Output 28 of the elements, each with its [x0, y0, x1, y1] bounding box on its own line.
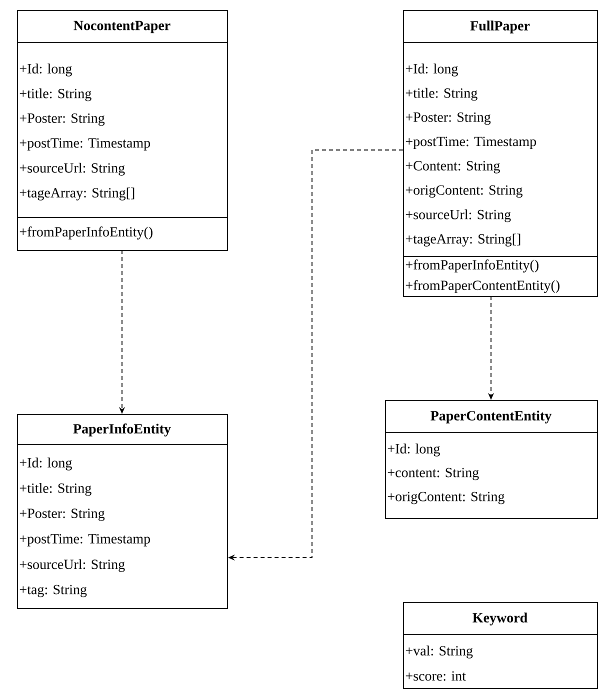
member-text: +sourceUrl: String	[406, 209, 511, 222]
member-text: +title: String	[406, 88, 478, 101]
member-text: +tageArray: String[]	[406, 234, 520, 246]
member-text: +Id: long	[406, 64, 458, 76]
member-text: +Poster: String	[20, 113, 105, 126]
member-text: +tag: String	[20, 584, 87, 598]
member-text: +title: String	[20, 483, 92, 496]
member-text: +Id: long	[20, 64, 72, 76]
member-text: +Poster: String	[406, 112, 491, 125]
member-text: +Content: String	[406, 161, 500, 174]
member-text: +Id: long	[20, 458, 72, 470]
member-text: +fromPaperInfoEntity()	[406, 260, 538, 272]
member-text: +postTime: Timestamp	[20, 534, 150, 546]
member-text: +score: int	[406, 671, 466, 681]
member-text: +fromPaperInfoEntity()	[20, 226, 152, 240]
member-text: +val: String	[406, 646, 473, 658]
member-text: +tageArray: String[]	[20, 188, 134, 200]
member-text: +sourceUrl: String	[20, 559, 125, 572]
member-text: +postTime: Timestamp	[20, 138, 150, 151]
member-text: +postTime: Timestamp	[406, 136, 536, 150]
member-text: +title: String	[20, 88, 92, 102]
member-text: +origContent: String	[406, 185, 522, 198]
member-text: +sourceUrl: String	[20, 162, 125, 176]
member-text: +Poster: String	[20, 508, 105, 521]
member-text: +content: String	[388, 468, 479, 480]
member-text: +origContent: String	[388, 492, 504, 504]
member-text: +Id: long	[388, 444, 440, 456]
member-text: +fromPaperContentEntity()	[406, 280, 560, 293]
